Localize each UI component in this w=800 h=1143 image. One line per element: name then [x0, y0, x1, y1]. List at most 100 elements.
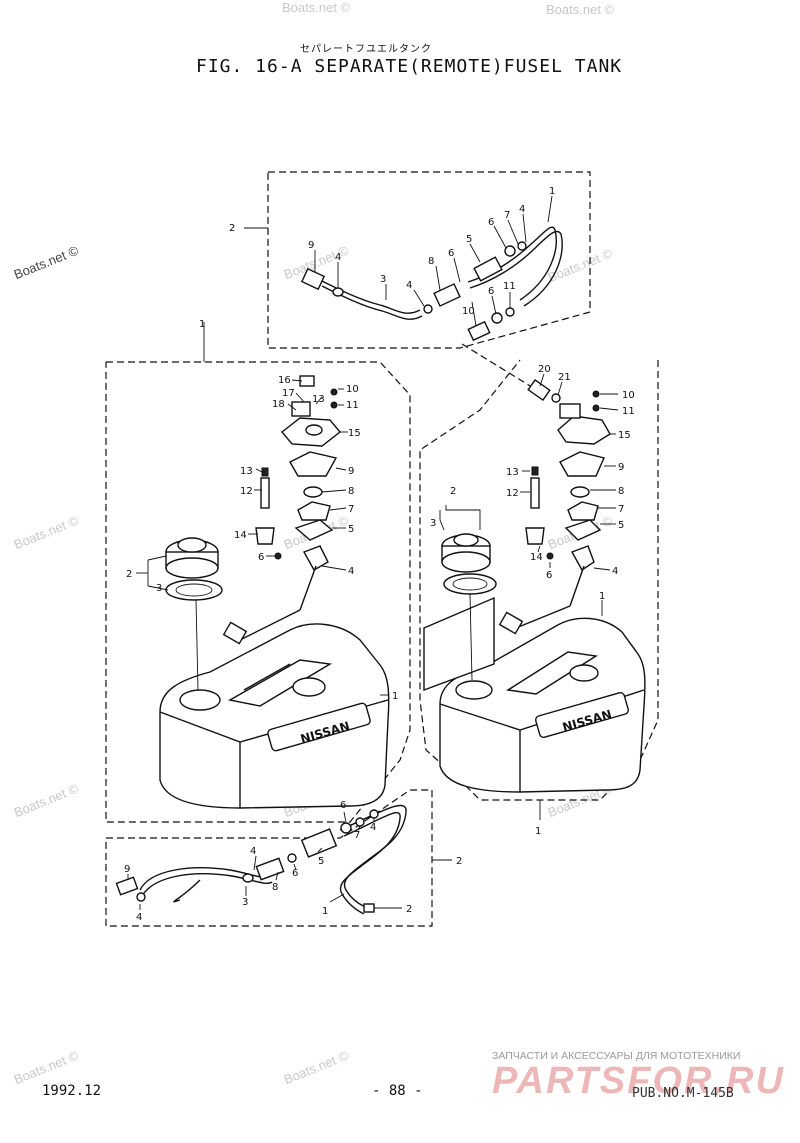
callout: 1 — [392, 691, 398, 702]
callout: 11 — [503, 281, 516, 292]
clip-6 — [504, 245, 516, 257]
screw-16 — [299, 375, 315, 387]
screw-13 — [531, 466, 539, 476]
callout: 2 — [450, 486, 456, 497]
callout: 5 — [618, 520, 624, 531]
gauge-hole — [292, 677, 326, 697]
callout: 13 — [506, 467, 519, 478]
callout: 6 — [546, 570, 552, 581]
gasket-9 — [289, 451, 338, 477]
plate-5 — [564, 519, 602, 541]
callout: 5 — [466, 234, 472, 245]
top-hose-group — [244, 171, 591, 403]
bulb-8 — [433, 283, 461, 307]
hose-segment — [141, 873, 273, 897]
right-tank-group: NISSAN — [419, 359, 659, 820]
callout: 3 — [156, 583, 162, 594]
callout: 18 — [272, 399, 285, 410]
gasket-3 — [165, 579, 223, 601]
float-arm-4 — [302, 545, 329, 571]
gasket-9 — [559, 451, 605, 477]
callout: 7 — [348, 504, 354, 515]
callout: 14 — [530, 552, 543, 563]
callout: 3 — [380, 274, 386, 285]
callout: 1 — [535, 826, 541, 837]
left-fuel-tank — [159, 623, 390, 809]
callout: 1 — [599, 591, 605, 602]
clip-4 — [369, 809, 379, 819]
callout: 17 — [282, 388, 295, 399]
footer-date: 1992.12 — [42, 1083, 102, 1099]
callout: 4 — [612, 566, 618, 577]
callout: 2 — [229, 223, 235, 234]
clip-7 — [355, 817, 365, 827]
screw-13 — [261, 467, 269, 477]
callout: 7 — [618, 504, 624, 515]
callout: 4 — [335, 252, 341, 263]
connector-20 — [527, 378, 551, 402]
callout-labels: 2 9 4 3 4 8 6 5 6 7 4 1 10 6 11 20 21 1 … — [124, 186, 635, 923]
callout: 8 — [618, 486, 624, 497]
callout: 4 — [519, 204, 525, 215]
callout: 4 — [250, 846, 256, 857]
callout: 2 — [456, 856, 462, 867]
callout: 3 — [430, 518, 436, 529]
callout: 14 — [234, 530, 247, 541]
pipe-12 — [530, 477, 540, 509]
callout: 1 — [549, 186, 555, 197]
publication-number: PUB.NO.M-145B — [632, 1086, 734, 1101]
hose-segment — [339, 804, 407, 909]
o-ring-8 — [303, 486, 323, 498]
callout: 10 — [346, 384, 359, 395]
adapter-7 — [567, 501, 599, 521]
callout: 2 — [126, 569, 132, 580]
figure-title: FIG. 16-A SEPARATE(REMOTE)FUSEL TANK — [196, 56, 623, 77]
clip-6 — [340, 822, 352, 834]
adapter-7 — [297, 501, 331, 521]
ad-tagline: ЗАПЧАСТИ И АКСЕССУАРЫ ДЛЯ МОТОТЕХНИКИ — [492, 1050, 741, 1062]
callout: 7 — [354, 830, 360, 841]
callout: 15 — [618, 430, 631, 441]
callout: 5 — [318, 856, 324, 867]
filler-neck — [455, 680, 493, 700]
callout: 4 — [136, 912, 142, 923]
joint-14 — [525, 527, 545, 545]
callout: 9 — [348, 466, 354, 477]
tank-badge — [267, 702, 371, 752]
clip-4 — [242, 873, 254, 883]
callout: 1 — [199, 319, 205, 330]
clip-6 — [287, 853, 297, 863]
callout: 20 — [538, 364, 551, 375]
callout: 11 — [346, 400, 359, 411]
gasket-3 — [443, 573, 497, 595]
gauge-hole — [569, 664, 599, 682]
callout: 12 — [240, 486, 253, 497]
float-arm-4 — [570, 545, 595, 572]
clip-11 — [505, 307, 515, 317]
callout: 10 — [622, 390, 635, 401]
page-number: - 88 - — [372, 1083, 423, 1099]
clip-21 — [551, 393, 561, 403]
watermark: Boats.net © — [282, 0, 351, 15]
plate-5 — [294, 519, 334, 541]
callout: 12 — [506, 488, 519, 499]
callout: 4 — [370, 822, 376, 833]
subtitle-japanese: セパレートフユエルタンク — [300, 44, 432, 55]
connector-10 — [467, 320, 491, 342]
callout: 10 — [462, 306, 475, 317]
pipe-12 — [260, 477, 270, 509]
clip-4 — [423, 304, 433, 314]
callout: 3 — [242, 897, 248, 908]
callout: 9 — [124, 864, 130, 875]
callout: 6 — [340, 800, 346, 811]
screw-10 — [330, 388, 338, 396]
callout: 6 — [488, 217, 494, 228]
callout: 16 — [278, 375, 291, 386]
hose-segment — [469, 230, 563, 307]
connector-9 — [300, 267, 326, 291]
hose-segment — [339, 812, 401, 915]
callout: 6 — [488, 286, 494, 297]
callout: 4 — [406, 280, 412, 291]
callout: 6 — [448, 248, 454, 259]
